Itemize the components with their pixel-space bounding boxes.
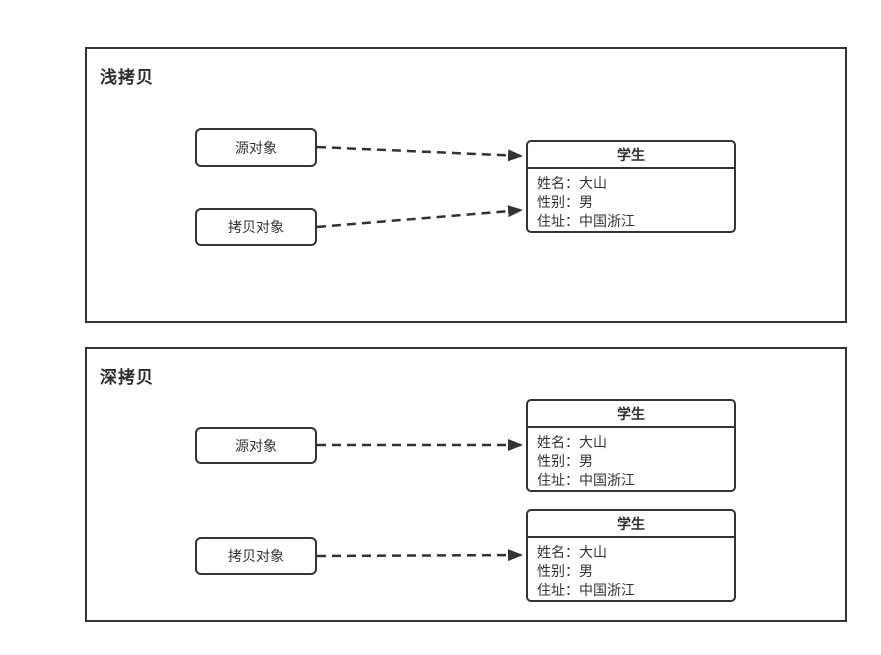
deep-copy-object-node: 拷贝对象 <box>195 537 317 575</box>
shallow-student-fields: 姓名：大山 性别：男 住址：中国浙江 <box>528 169 734 231</box>
deep-copy-title: 深拷贝 <box>100 368 154 387</box>
deep-student-record-1: 学生 姓名：大山 性别：男 住址：中国浙江 <box>526 399 736 492</box>
deep-source-object-label: 源对象 <box>235 437 277 454</box>
student-field-address: 住址：中国浙江 <box>537 582 635 598</box>
deep-student-1-fields: 姓名：大山 性别：男 住址：中国浙江 <box>528 428 734 490</box>
shallow-copy-object-label: 拷贝对象 <box>228 219 284 235</box>
deep-student-2-fields: 姓名：大山 性别：男 住址：中国浙江 <box>528 538 734 600</box>
deep-student-1-title: 学生 <box>528 401 734 428</box>
deep-source-object-node: 源对象 <box>195 427 317 464</box>
student-field-gender: 性别：男 <box>537 194 593 210</box>
student-field-address: 住址：中国浙江 <box>537 472 635 488</box>
student-field-gender: 性别：男 <box>537 563 593 579</box>
deep-student-record-2: 学生 姓名：大山 性别：男 住址：中国浙江 <box>526 509 736 602</box>
shallow-source-object-label: 源对象 <box>235 139 277 156</box>
deep-copy-object-label: 拷贝对象 <box>228 548 284 564</box>
deep-student-2-title: 学生 <box>528 511 734 538</box>
shallow-student-title: 学生 <box>528 142 734 169</box>
shallow-source-object-node: 源对象 <box>195 128 317 167</box>
shallow-copy-object-node: 拷贝对象 <box>195 208 317 246</box>
student-field-name: 姓名：大山 <box>537 175 607 191</box>
student-field-address: 住址：中国浙江 <box>537 213 635 229</box>
shallow-copy-title: 浅拷贝 <box>100 68 154 87</box>
student-field-gender: 性别：男 <box>537 453 593 469</box>
student-field-name: 姓名：大山 <box>537 544 607 560</box>
shallow-student-record: 学生 姓名：大山 性别：男 住址：中国浙江 <box>526 140 736 233</box>
student-field-name: 姓名：大山 <box>537 434 607 450</box>
